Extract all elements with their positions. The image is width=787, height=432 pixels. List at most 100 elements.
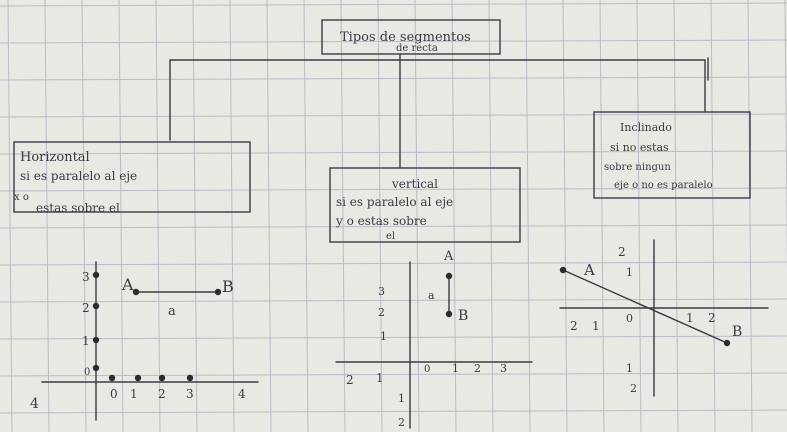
x-tick-1: 1 (130, 387, 138, 401)
grid-line (599, 0, 605, 432)
grid-line (747, 0, 753, 432)
grid-line (414, 0, 420, 432)
y-pos-tick-2: 2 (378, 306, 385, 319)
x-pos-tick-2: 2 (474, 362, 481, 375)
grid-line (0, 2, 787, 7)
grid-line (7, 0, 13, 432)
grid-line (266, 0, 272, 432)
grid-line (0, 187, 787, 192)
point-marker (92, 336, 100, 344)
x-pos-tick-2: 2 (708, 311, 716, 325)
grid-line (0, 150, 787, 155)
point-marker (92, 364, 100, 372)
point-a-label: A (443, 249, 454, 264)
vertical-line-1: si es paralelo al eje (336, 195, 453, 209)
y-tick-2: 2 (82, 301, 90, 315)
point-marker (134, 374, 142, 382)
point-marker (132, 288, 140, 296)
grid-line (81, 0, 87, 432)
x-neg-tick-1: 1 (592, 319, 600, 333)
y-tick-3: 3 (82, 270, 90, 284)
vertical-line-3: el (386, 231, 395, 242)
grid-line (451, 0, 457, 432)
grid-line (377, 0, 383, 432)
vertical-heading: vertical (391, 177, 438, 191)
inclinado-heading: Inclinado (620, 121, 672, 134)
outside-label: 4 (30, 396, 39, 412)
y-pos-tick-3: 3 (378, 285, 385, 298)
inclinado-box: Inclinado si no estas sobre ningun eje o… (593, 111, 751, 199)
grid-line (525, 0, 531, 432)
grid-line (0, 298, 787, 303)
vertical-graph: 3 2 1 0 1 2 3 2 1 1 2 A B a (335, 249, 533, 429)
x-axis-ticks: 0 1 2 3 4 (110, 387, 246, 401)
grid-line (0, 261, 787, 266)
grid-line (118, 0, 124, 432)
inclinado-line-2: sobre ningun (604, 162, 671, 173)
y-tick-1: 1 (82, 334, 90, 348)
grid-line (0, 372, 787, 377)
grid-line (562, 0, 568, 432)
origin-label: 0 (626, 312, 633, 325)
grid-line (0, 409, 787, 414)
horizontal-line-2: x o (14, 192, 29, 203)
y-neg-tick-2: 2 (398, 416, 405, 429)
point-marker (214, 288, 222, 296)
x-neg-tick-2: 2 (570, 319, 578, 333)
y-tick-0: 0 (84, 367, 90, 378)
point-marker (158, 374, 166, 382)
grid-line (155, 0, 161, 432)
point-marker (92, 271, 100, 279)
horizontal-graph: 3 2 1 0 0 1 2 3 4 4 A B a (30, 261, 259, 421)
grid-line (0, 224, 787, 229)
point-b-label: B (458, 308, 468, 324)
x-neg-tick-2: 2 (346, 373, 354, 387)
horizontal-line-3: estas sobre el (36, 201, 120, 215)
point-marker (723, 339, 731, 347)
horizontal-box: Horizontal si es paralelo al eje x o est… (13, 141, 251, 215)
grid-line (710, 0, 716, 432)
inclinado-line-1: si no estas (610, 141, 669, 154)
point-marker (445, 272, 453, 280)
vertical-line-2: y o estas sobre (335, 214, 427, 228)
grid-line (784, 0, 787, 271)
y-pos-tick-1: 1 (626, 266, 633, 279)
inclinado-line-3: eje o no es paralelo (614, 180, 713, 191)
point-a-label: A (583, 261, 595, 279)
inclinado-graph: 2 1 2 1 1 2 1 2 0 A B (559, 239, 769, 397)
grid-line (0, 335, 787, 340)
horizontal-heading: Horizontal (20, 150, 90, 165)
title-line-2: de recta (396, 43, 438, 54)
x-tick-3: 3 (186, 387, 194, 401)
x-pos-tick-1: 1 (686, 311, 694, 325)
point-marker (559, 266, 567, 274)
y-neg-tick-1: 1 (626, 362, 633, 375)
point-marker (186, 374, 194, 382)
x-pos-tick-0: 0 (424, 364, 430, 375)
grid-line (229, 0, 235, 432)
grid-line (488, 0, 494, 432)
y-pos-tick-2: 2 (618, 245, 626, 259)
grid-line (340, 0, 346, 432)
x-pos-tick-1: 1 (452, 362, 459, 375)
grid-line (0, 76, 787, 81)
concept-map-connectors (169, 53, 709, 169)
segment-label: a (168, 304, 176, 319)
point-a-label: A (121, 275, 134, 294)
x-tick-0: 0 (110, 387, 118, 401)
x-tick-4: 4 (238, 387, 246, 401)
concept-map-title: Tipos de segmentos de recta (321, 19, 501, 55)
x-pos-tick-3: 3 (500, 362, 507, 375)
y-pos-tick-1: 1 (380, 330, 387, 343)
y-neg-tick-1: 1 (398, 392, 405, 405)
title-line-1: Tipos de segmentos (340, 30, 471, 45)
segment-label: a (428, 289, 435, 302)
point-marker (445, 310, 453, 318)
grid-line (192, 0, 198, 432)
y-axis-ticks: 3 2 1 0 (82, 270, 90, 378)
vertical-box: vertical si es paralelo al eje y o estas… (329, 167, 521, 243)
grid-line (44, 0, 50, 432)
x-neg-tick-1: 1 (376, 371, 384, 385)
